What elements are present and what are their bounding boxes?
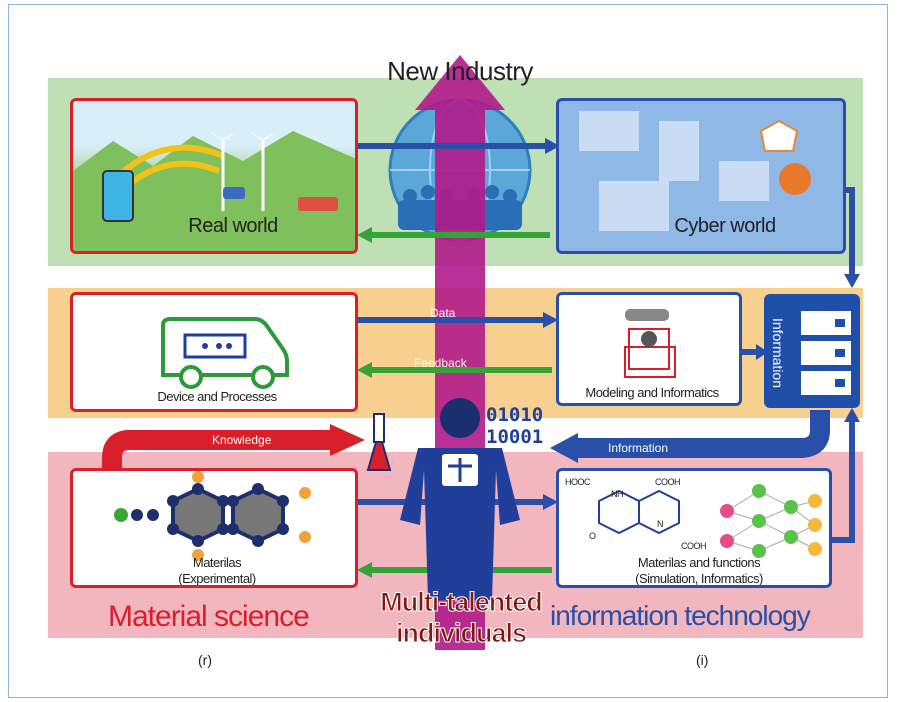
data-arrow-label: Data bbox=[430, 306, 456, 320]
person-icon bbox=[400, 398, 520, 600]
molecule-label-cooh1: COOH bbox=[655, 477, 681, 487]
figure-frame bbox=[8, 4, 888, 698]
molecule-network-icon bbox=[598, 484, 822, 558]
feedback-arrow-label: Feedback bbox=[414, 356, 467, 370]
car-battery-icon bbox=[161, 317, 289, 389]
device-label: Device and Processes bbox=[157, 389, 277, 404]
new-industry-title: New Industry bbox=[387, 56, 533, 86]
r-label: (r) bbox=[198, 652, 212, 668]
molecule-label-o: O bbox=[589, 531, 596, 541]
device-panel: Device and Processes bbox=[70, 292, 358, 412]
molecule-label-cooh2: COOH bbox=[681, 541, 707, 551]
real-world-panel: Real world bbox=[70, 98, 358, 254]
smartphone-icon bbox=[102, 170, 134, 222]
materials-sim-line2: (Simulation, Informatics) bbox=[635, 571, 763, 586]
molecule-label-hooc: HOOC bbox=[565, 477, 591, 487]
binary-line2: 10001 bbox=[486, 426, 544, 448]
multi-talented-line2: individuals bbox=[395, 618, 527, 649]
real-world-scene bbox=[73, 131, 355, 251]
molecule-label-nh: NH bbox=[611, 489, 624, 499]
information-technology-label: information technology bbox=[550, 600, 811, 631]
materials-exp-line1: Materilas bbox=[192, 555, 242, 570]
multi-talented-line1: Multi-talented bbox=[380, 587, 544, 618]
molecule-icon bbox=[114, 471, 311, 561]
material-science-label: Material science bbox=[108, 600, 310, 633]
cyber-world-scene bbox=[579, 111, 811, 231]
real-world-label: Real world bbox=[188, 215, 278, 237]
information-arrow-label: Information bbox=[608, 441, 669, 455]
modeling-icon bbox=[624, 309, 676, 378]
cyber-world-label: Cyber world bbox=[674, 215, 776, 237]
binary-line1: 01010 bbox=[486, 404, 544, 426]
materials-sim-line1: Materilas and functions bbox=[637, 555, 761, 570]
flask-icon bbox=[366, 413, 392, 471]
cyber-world-panel: Cyber world bbox=[556, 98, 846, 254]
molecule-label-n: N bbox=[657, 519, 664, 529]
data-point-icon bbox=[779, 163, 811, 195]
server-icon bbox=[801, 311, 851, 395]
knowledge-arrow-label: Knowledge bbox=[212, 433, 272, 447]
materials-exp-line2: (Experimental) bbox=[178, 571, 256, 586]
information-server: Information bbox=[764, 294, 860, 408]
i-label: (i) bbox=[696, 652, 709, 668]
modeling-panel: Modeling and Informatics bbox=[556, 292, 742, 406]
materials-sim-panel: HOOC COOH COOH NH N O Materilas and func… bbox=[556, 468, 832, 588]
modeling-label: Modeling and Informatics bbox=[585, 385, 719, 400]
materials-exp-panel: Materilas (Experimental) bbox=[70, 468, 358, 588]
